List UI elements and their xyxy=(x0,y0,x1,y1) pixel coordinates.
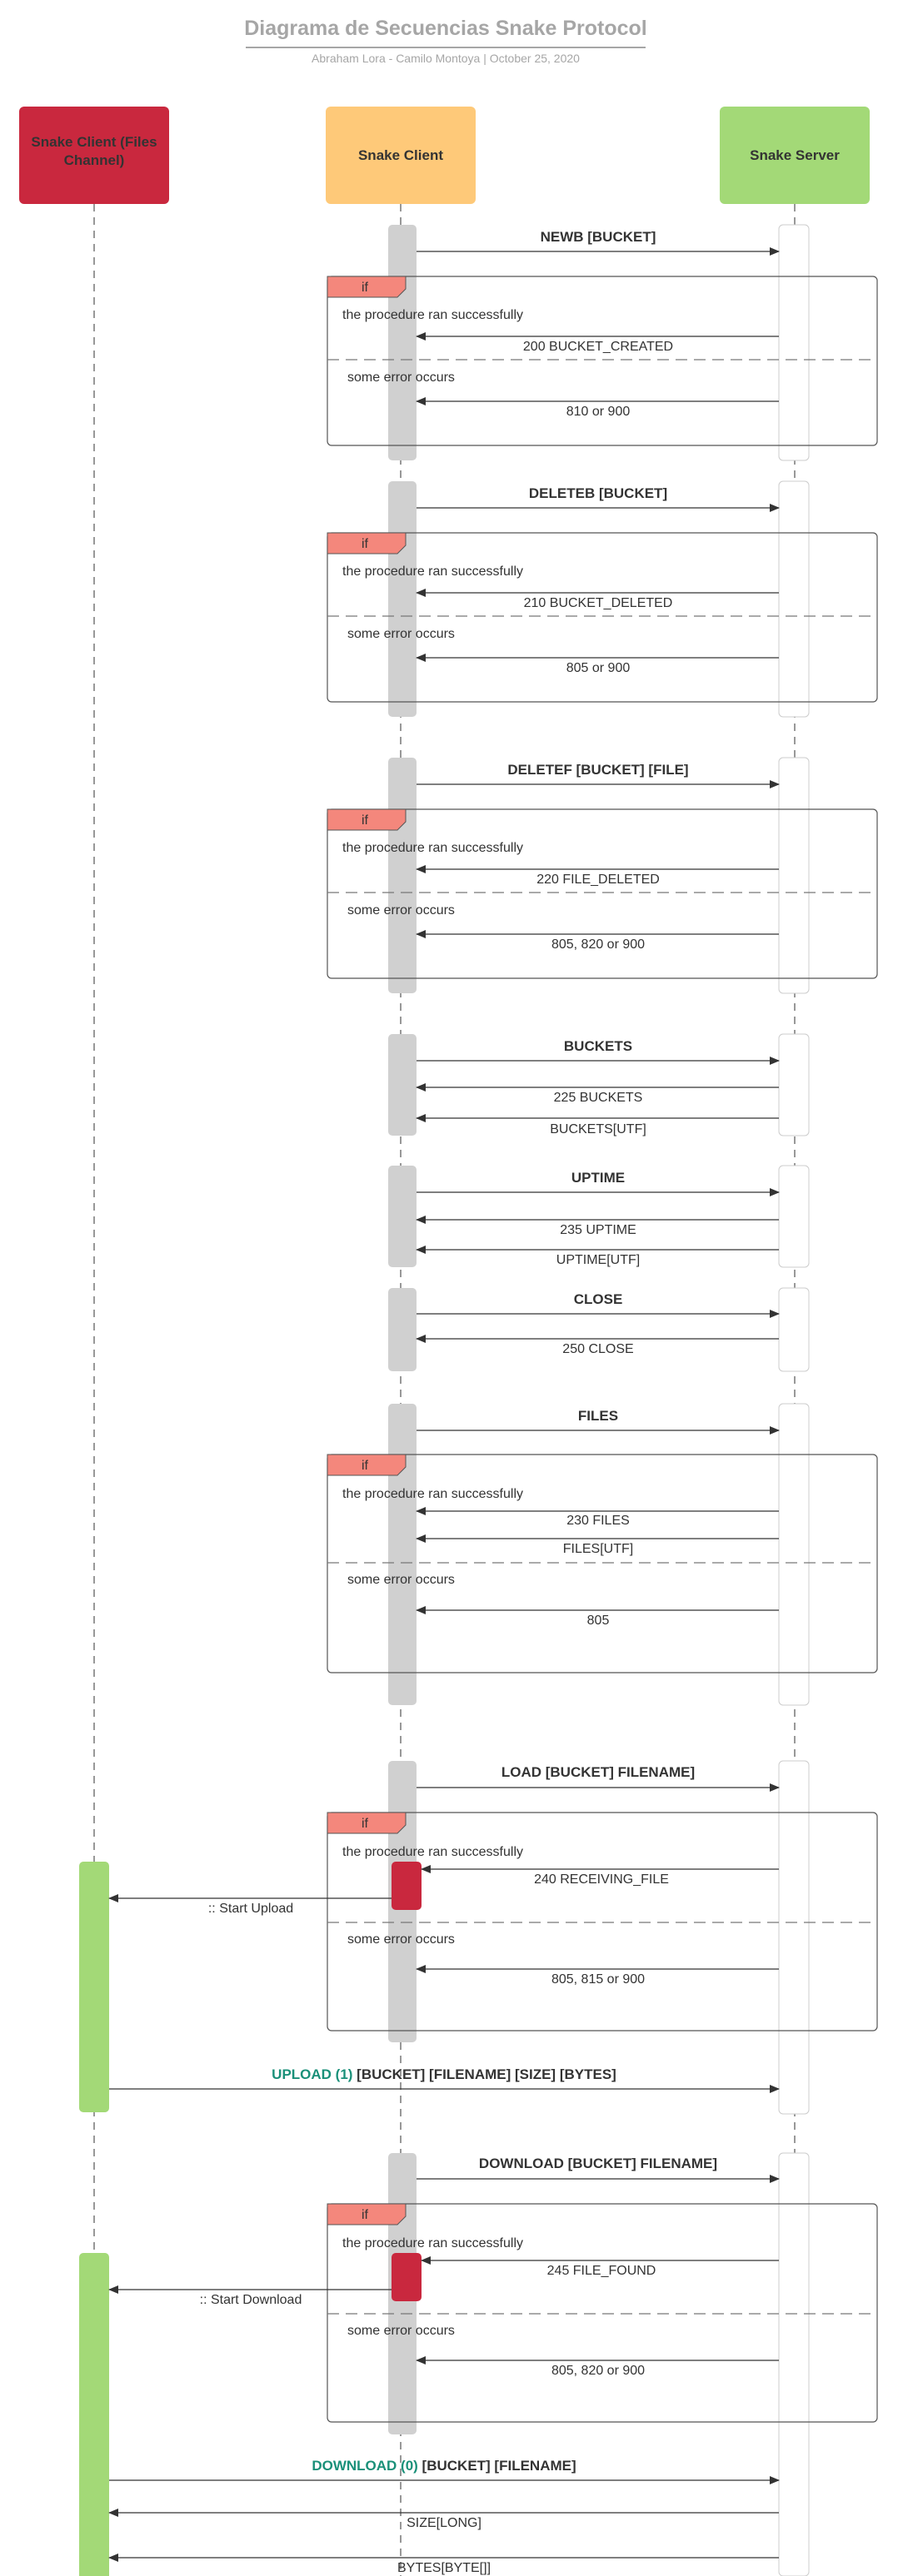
download-error-resp: 805, 820 or 900 xyxy=(551,2364,645,2378)
client-handler-activation-download xyxy=(392,2253,422,2301)
server-activation-files xyxy=(778,1403,810,1706)
upload-label-green: UPLOAD (1) xyxy=(272,2066,352,2082)
download-label-rest: [BUCKET] [FILENAME] xyxy=(418,2458,576,2474)
alt-fragment-download xyxy=(327,2203,878,2423)
buckets-request-label: BUCKETS xyxy=(564,1038,632,1054)
download-success-resp: 245 FILE_FOUND xyxy=(547,2264,656,2278)
load-success-cond: the procedure ran successfully xyxy=(342,1845,523,1859)
server-activation-deletef xyxy=(778,757,810,994)
load-start-upload-label: :: Start Upload xyxy=(208,1902,293,1916)
if-label-load: if xyxy=(362,1817,369,1831)
uptime-resp1: 235 UPTIME xyxy=(560,1223,636,1237)
close-resp1: 250 CLOSE xyxy=(562,1342,633,1356)
upload-label-rest: [BUCKET] [FILENAME] [SIZE] [BYTES] xyxy=(352,2066,616,2082)
server-activation-uptime xyxy=(778,1165,810,1268)
newb-request-label: NEWB [BUCKET] xyxy=(541,229,656,245)
load-error-cond: some error occurs xyxy=(347,1932,455,1947)
deleteb-request-label: DELETEB [BUCKET] xyxy=(529,485,667,501)
download-size-resp: SIZE[LONG] xyxy=(407,2516,481,2530)
download-error-cond: some error occurs xyxy=(347,2324,455,2338)
if-label-newb: if xyxy=(362,281,369,295)
if-tag-load xyxy=(327,1812,407,1834)
if-label-deletef: if xyxy=(362,813,369,828)
alt-fragment-newb xyxy=(327,276,878,446)
if-tag-newb xyxy=(327,276,407,298)
files-error-cond: some error occurs xyxy=(347,1573,455,1587)
files-success-resp: 230 FILES xyxy=(566,1514,630,1528)
deletef-error-cond: some error occurs xyxy=(347,903,455,918)
deletef-success-cond: the procedure ran successfully xyxy=(342,841,523,855)
actor-client: Snake Client xyxy=(326,107,476,204)
newb-error-cond: some error occurs xyxy=(347,370,455,385)
buckets-resp1: 225 BUCKETS xyxy=(554,1091,643,1105)
load-success-resp: 240 RECEIVING_FILE xyxy=(534,1872,669,1887)
download-success-cond: the procedure ran successfully xyxy=(342,2236,523,2250)
deleteb-error-resp: 805 or 900 xyxy=(566,661,631,675)
deletef-error-resp: 805, 820 or 900 xyxy=(551,937,645,952)
page-title: Diagrama de Secuencias Snake Protocol xyxy=(244,17,647,40)
alt-fragment-files xyxy=(327,1454,878,1673)
client-handler-activation-load xyxy=(392,1862,422,1910)
buckets-resp2: BUCKETS[UTF] xyxy=(550,1122,646,1136)
client-activation-newb xyxy=(388,225,417,460)
deleteb-success-cond: the procedure ran successfully xyxy=(342,564,523,579)
download-label: DOWNLOAD (0) [BUCKET] [FILENAME] xyxy=(312,2458,576,2474)
actor-server-label: Snake Server xyxy=(750,147,840,163)
if-label-deleteb: if xyxy=(362,537,369,551)
actor-server: Snake Server xyxy=(720,107,870,204)
deletef-success-resp: 220 FILE_DELETED xyxy=(536,873,660,887)
if-tag-deletef xyxy=(327,808,407,831)
deleteb-error-cond: some error occurs xyxy=(347,627,455,641)
files-channel-activation-download xyxy=(79,2253,109,2576)
download-bytes-resp: BYTES[BYTE[]] xyxy=(397,2561,491,2575)
server-activation-load xyxy=(778,1760,810,2115)
actor-client-label: Snake Client xyxy=(358,147,443,163)
alt-fragment-load xyxy=(327,1812,878,2031)
newb-success-resp: 200 BUCKET_CREATED xyxy=(523,340,673,354)
if-label-files: if xyxy=(362,1459,369,1473)
client-activation-deletef xyxy=(388,758,417,993)
deletef-request-label: DELETEF [BUCKET] [FILE] xyxy=(507,762,688,778)
deleteb-success-resp: 210 BUCKET_DELETED xyxy=(524,596,673,610)
server-activation-download xyxy=(778,2152,810,2576)
server-activation-buckets xyxy=(778,1033,810,1136)
client-activation-close xyxy=(388,1288,417,1371)
uptime-request-label: UPTIME xyxy=(571,1170,625,1186)
close-request-label: CLOSE xyxy=(574,1291,623,1307)
server-activation-newb xyxy=(778,224,810,461)
files-request-label: FILES xyxy=(578,1408,618,1424)
if-tag-deleteb xyxy=(327,532,407,554)
if-tag-files xyxy=(327,1454,407,1476)
load-request-label: LOAD [BUCKET] FILENAME] xyxy=(501,1764,695,1780)
download-start-label: :: Start Download xyxy=(200,2293,302,2307)
download-label-green: DOWNLOAD (0) xyxy=(312,2458,417,2474)
load-error-resp: 805, 815 or 900 xyxy=(551,1972,645,1987)
files-error-resp: 805 xyxy=(587,1614,610,1628)
files-channel-activation-upload xyxy=(79,1862,109,2112)
newb-success-cond: the procedure ran successfully xyxy=(342,308,523,322)
if-label-download: if xyxy=(362,2208,369,2222)
download-request-label: DOWNLOAD [BUCKET] FILENAME] xyxy=(479,2156,717,2171)
alt-fragment-deleteb xyxy=(327,532,878,703)
client-activation-files xyxy=(388,1404,417,1705)
client-activation-uptime xyxy=(388,1166,417,1267)
upload-label: UPLOAD (1) [BUCKET] [FILENAME] [SIZE] [B… xyxy=(272,2066,616,2082)
newb-error-resp: 810 or 900 xyxy=(566,405,631,419)
uptime-resp2: UPTIME[UTF] xyxy=(556,1253,640,1267)
alt-fragment-deletef xyxy=(327,808,878,979)
if-tag-download xyxy=(327,2203,407,2225)
files-success-cond: the procedure ran successfully xyxy=(342,1487,523,1501)
client-activation-buckets xyxy=(388,1034,417,1136)
page-subtitle: Abraham Lora - Camilo Montoya | October … xyxy=(312,52,580,65)
server-activation-close xyxy=(778,1287,810,1372)
server-activation-deleteb xyxy=(778,480,810,718)
client-activation-deleteb xyxy=(388,481,417,717)
files-success-resp2: FILES[UTF] xyxy=(563,1542,633,1556)
